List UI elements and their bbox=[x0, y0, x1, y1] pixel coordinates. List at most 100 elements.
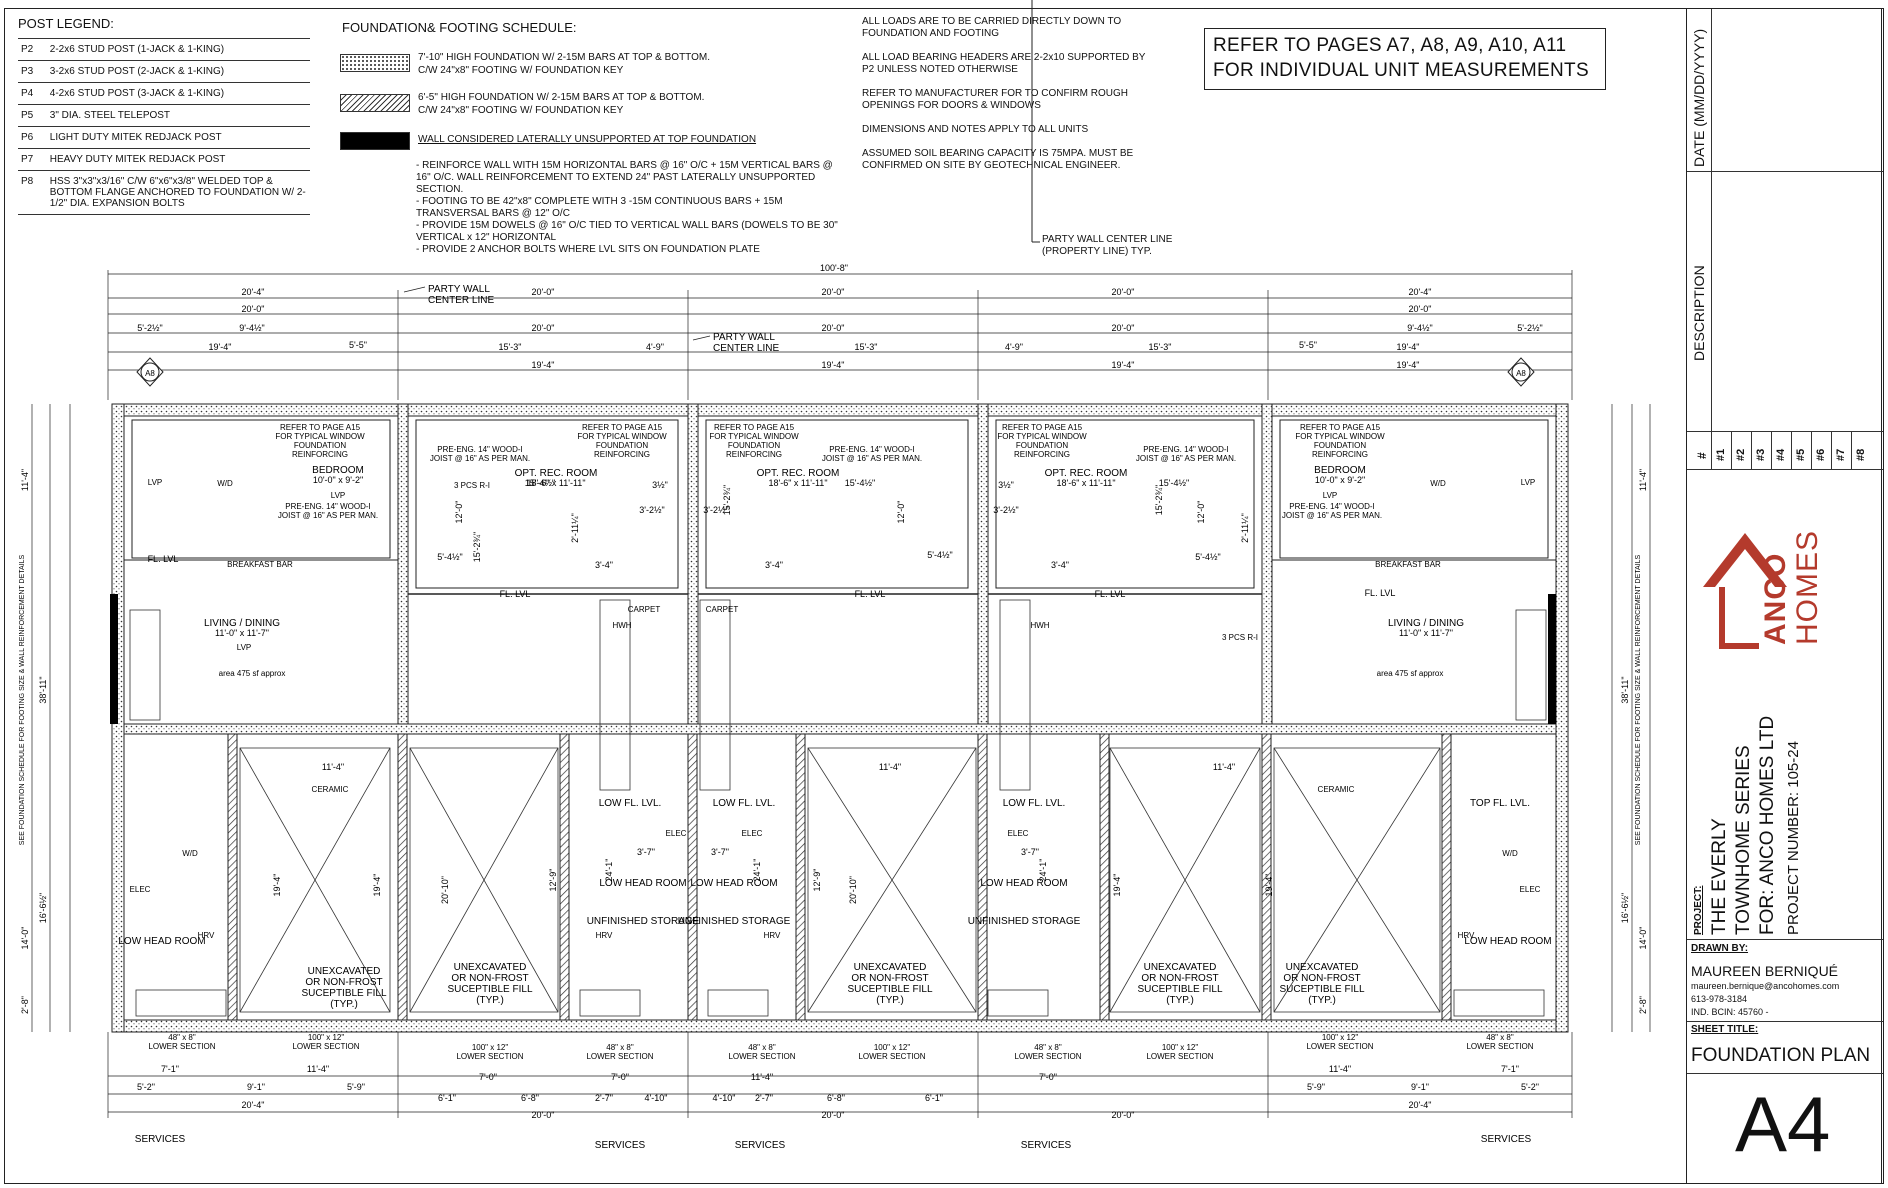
elec-label: ELEC bbox=[130, 885, 151, 894]
svg-text:100" x 12": 100" x 12" bbox=[1162, 1043, 1199, 1052]
party-wall-callouts: PARTY WALL CENTER LINE PARTY WALL CENTER… bbox=[403, 284, 779, 354]
top-fl-lvl-label: TOP FL. LVL. bbox=[1470, 798, 1530, 809]
svg-text:JOIST @ 16" AS PER MAN.: JOIST @ 16" AS PER MAN. bbox=[430, 454, 530, 463]
svg-text:REFER TO PAGE A15: REFER TO PAGE A15 bbox=[714, 423, 795, 432]
svg-text:SUCEPTIBLE FILL: SUCEPTIBLE FILL bbox=[1279, 984, 1364, 995]
title-block: DATE (MM/DD/YYYY) DESCRIPTION # #1 #2 #3… bbox=[1686, 8, 1883, 1184]
svg-text:48" x 8": 48" x 8" bbox=[1486, 1033, 1514, 1042]
party-wall-1-line1: PARTY WALL bbox=[428, 284, 490, 295]
section-markers: A8 A8 bbox=[136, 357, 1535, 387]
solid-wall-swatch bbox=[340, 132, 410, 150]
top-dimension-text: 20'-4" 20'-0" 20'-0" 20'-0" 20'-4" 20'-0… bbox=[137, 287, 1542, 370]
svg-text:PRE-ENG. 14" WOOD-I: PRE-ENG. 14" WOOD-I bbox=[285, 502, 371, 511]
schedule-row3: WALL CONSIDERED LATERALLY UNSUPPORTED AT… bbox=[418, 134, 757, 145]
refer-line2: FOR INDIVIDUAL UNIT MEASUREMENTS bbox=[1213, 60, 1589, 81]
svg-text:7'-0": 7'-0" bbox=[611, 1072, 629, 1082]
schedule-row2-line2: C/W 24"x8" FOOTING W/ FOUNDATION KEY bbox=[418, 105, 624, 116]
room-size: 11'-0" x 11'-7" bbox=[215, 628, 269, 638]
svg-text:16'-6½": 16'-6½" bbox=[1620, 893, 1630, 923]
bottom-dimensions: 7'-1" 11'-4" 7'-0" 7'-0" 11'-4" 7'-0" 11… bbox=[137, 1064, 1539, 1120]
svg-text:LOWER SECTION: LOWER SECTION bbox=[1014, 1052, 1081, 1061]
dim-top: 5'-2½" bbox=[137, 323, 162, 333]
schedule-note: - REINFORCE WALL WITH 15M HORIZONTAL BAR… bbox=[416, 160, 833, 171]
svg-text:100" x 12": 100" x 12" bbox=[874, 1043, 911, 1052]
party-wall-note-line2: (PROPERTY LINE) TYP. bbox=[1042, 246, 1152, 257]
dim-top: 5'-5" bbox=[1299, 340, 1317, 350]
rev-header: # bbox=[1695, 452, 1709, 459]
description-label: DESCRIPTION bbox=[1691, 265, 1707, 361]
wd-label: W/D bbox=[182, 849, 198, 858]
side-dimensions: 11'-4" 38'-11" 14'-0" 16'-6½" 2'-8" 11'-… bbox=[20, 469, 1648, 1014]
svg-text:48" x 8": 48" x 8" bbox=[606, 1043, 634, 1052]
dim-top: 5'-2½" bbox=[1517, 323, 1542, 333]
svg-text:3'-2½": 3'-2½" bbox=[639, 505, 664, 515]
svg-text:100" x 12": 100" x 12" bbox=[308, 1033, 345, 1042]
svg-text:FOUNDATION: FOUNDATION bbox=[596, 441, 649, 450]
refer-box: REFER TO PAGES A7, A8, A9, A10, A11 FOR … bbox=[1204, 28, 1606, 90]
svg-text:15'-2¾": 15'-2¾" bbox=[1154, 485, 1164, 515]
svg-text:19'-4": 19'-4" bbox=[1264, 874, 1274, 897]
svg-text:20'-4": 20'-4" bbox=[1409, 1100, 1432, 1110]
low-head-room-label: LOW HEAD ROOM bbox=[980, 878, 1067, 889]
svg-text:48" x 8": 48" x 8" bbox=[748, 1043, 776, 1052]
svg-text:9'-1": 9'-1" bbox=[247, 1082, 265, 1092]
tb-divider bbox=[1687, 1021, 1883, 1022]
dim-top: 15'-3" bbox=[1149, 342, 1172, 352]
dim-top: 19'-4" bbox=[532, 360, 555, 370]
schedule-note: SECTION. bbox=[416, 184, 464, 195]
bottom-dimension-lines bbox=[107, 1032, 1573, 1118]
dim-top: 20'-0" bbox=[822, 287, 845, 297]
dim-top: 19'-4" bbox=[1397, 360, 1420, 370]
low-head-room-label: LOW HEAD ROOM bbox=[690, 878, 777, 889]
elec-label: ELEC bbox=[742, 829, 763, 838]
fl-lvl-label: FL. LVL bbox=[1365, 588, 1396, 598]
joist-notes: PRE-ENG. 14" WOOD-I JOIST @ 16" AS PER M… bbox=[278, 445, 1382, 520]
svg-text:6'-8": 6'-8" bbox=[521, 1093, 539, 1103]
hrv-label: HRV bbox=[764, 931, 781, 940]
svg-text:11'-4": 11'-4" bbox=[751, 1072, 773, 1082]
svg-text:3'-4": 3'-4" bbox=[595, 560, 613, 570]
unexcavated-areas bbox=[129, 599, 1547, 1017]
svg-text:12'-0": 12'-0" bbox=[454, 501, 464, 524]
svg-text:FOUNDATION: FOUNDATION bbox=[294, 441, 347, 450]
area-note: area 475 sf approx bbox=[1377, 669, 1444, 678]
revision-number: #5 bbox=[1795, 448, 1807, 461]
svg-text:REFER TO PAGE A15: REFER TO PAGE A15 bbox=[1300, 423, 1381, 432]
svg-text:SERVICES: SERVICES bbox=[1481, 1134, 1532, 1145]
three-pcs-label: 3 PCS R-I bbox=[454, 481, 490, 490]
dim-top: 9'-4½" bbox=[239, 323, 264, 333]
svg-text:REINFORCING: REINFORCING bbox=[1014, 450, 1070, 459]
svg-text:14'-0": 14'-0" bbox=[1638, 927, 1648, 950]
svg-text:(TYP.): (TYP.) bbox=[1308, 995, 1336, 1006]
room-size: 18'-6" x 11'-11" bbox=[768, 478, 827, 488]
dim-top: 19'-4" bbox=[1397, 342, 1420, 352]
svg-text:15'-4½": 15'-4½" bbox=[845, 478, 875, 488]
room-label: OPT. REC. ROOM bbox=[1045, 468, 1128, 479]
svg-text:REINFORCING: REINFORCING bbox=[1312, 450, 1368, 459]
schedule-note: - PROVIDE 15M DOWELS @ 16" O/C TIED TO V… bbox=[416, 220, 838, 231]
svg-text:REINFORCING: REINFORCING bbox=[292, 450, 348, 459]
date-label: DATE (MM/DD/YYYY) bbox=[1691, 28, 1707, 167]
project-line: THE EVERLY bbox=[1709, 818, 1730, 935]
svg-text:5'-2": 5'-2" bbox=[137, 1082, 155, 1092]
schedule-title: FOUNDATION& FOOTING SCHEDULE: bbox=[342, 20, 577, 35]
svg-text:24'-1": 24'-1" bbox=[752, 859, 762, 882]
room-size: 11'-0" x 11'-7" bbox=[1399, 628, 1453, 638]
lvp-label: LVP bbox=[148, 478, 163, 487]
svg-text:20'-0": 20'-0" bbox=[1112, 1110, 1135, 1120]
dim-top: 19'-4" bbox=[822, 360, 845, 370]
tb-divider bbox=[1851, 431, 1852, 469]
svg-text:14'-0": 14'-0" bbox=[20, 927, 30, 950]
svg-text:7'-1": 7'-1" bbox=[1501, 1064, 1519, 1074]
lvp-label: LVP bbox=[1521, 478, 1536, 487]
logo-name: ANCO bbox=[1759, 552, 1792, 645]
revision-number: #2 bbox=[1735, 448, 1747, 461]
svg-text:JOIST @ 16" AS PER MAN.: JOIST @ 16" AS PER MAN. bbox=[278, 511, 378, 520]
svg-text:SUCEPTIBLE FILL: SUCEPTIBLE FILL bbox=[847, 984, 932, 995]
room-labels: BEDROOM 10'-0" x 9'-2" BEDROOM 10'-0" x … bbox=[118, 465, 1551, 947]
room-label: OPT. REC. ROOM bbox=[757, 468, 840, 479]
logo-wall-mark bbox=[1719, 587, 1725, 649]
svg-text:SEE FOUNDATION SCHEDULE FOR FO: SEE FOUNDATION SCHEDULE FOR FOOTING SIZE… bbox=[19, 554, 26, 845]
dotted-wall-swatch bbox=[340, 54, 410, 72]
